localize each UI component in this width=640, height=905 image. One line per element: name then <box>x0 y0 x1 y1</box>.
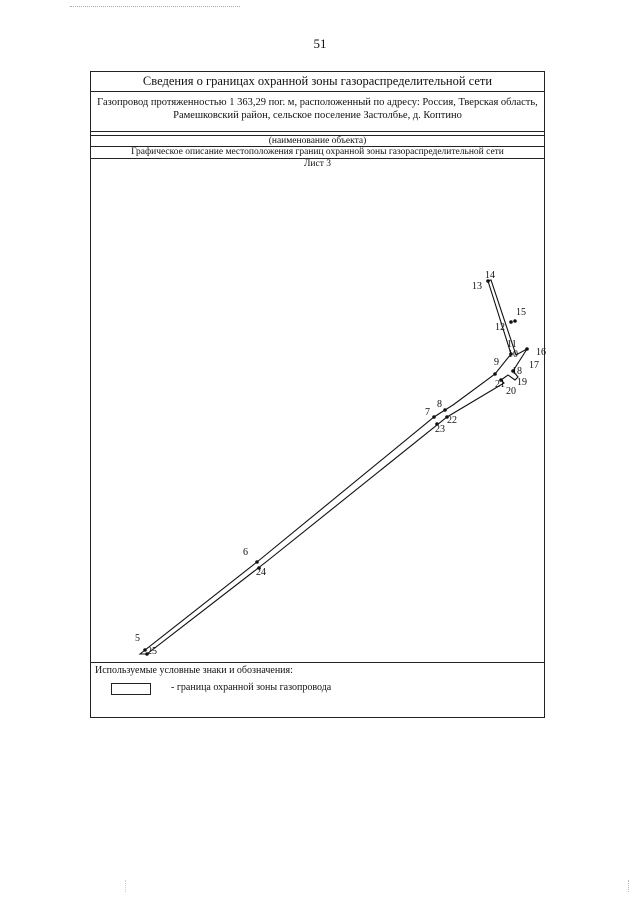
point-label-12: 12 <box>495 322 505 333</box>
vertex-labels: 5 6 7 8 9 10 11 12 13 14 15 16 17 18 19 … <box>135 270 546 657</box>
legend: Используемые условные знаки и обозначени… <box>91 662 544 720</box>
vertex-22 <box>445 415 449 419</box>
point-label-18: 18 <box>512 366 522 377</box>
vertex-8 <box>443 408 447 412</box>
legend-title: Используемые условные знаки и обозначени… <box>95 665 293 676</box>
vertex-9 <box>493 372 497 376</box>
legend-boundary-swatch <box>111 683 151 695</box>
point-label-23: 23 <box>435 424 445 435</box>
boundary-info-sheet: Сведения о границах охранной зоны газора… <box>90 71 546 720</box>
sheet-label: Лист 3 <box>303 159 332 169</box>
vertex-13 <box>486 279 490 283</box>
point-label-14: 14 <box>485 270 495 281</box>
boundary-plan: 5 6 7 8 9 10 11 12 13 14 15 16 17 18 19 … <box>135 270 546 657</box>
point-label-25: 25 <box>147 646 157 657</box>
vertex-21 <box>499 378 503 382</box>
point-label-9: 9 <box>494 357 499 368</box>
object-name-caption: (наименование объекта) <box>91 136 544 147</box>
vertex-15 <box>513 319 517 323</box>
vertex-6 <box>255 560 259 564</box>
protection-zone-boundary <box>138 279 528 655</box>
point-label-10: 10 <box>508 349 518 360</box>
vertex-25 <box>145 652 149 656</box>
point-label-13: 13 <box>472 281 482 292</box>
vertex-18 <box>511 369 515 373</box>
graphic-section-title: Графическое описание местоположения гран… <box>91 147 544 159</box>
point-label-15: 15 <box>516 307 526 318</box>
vertex-16 <box>525 347 529 351</box>
point-label-20: 20 <box>506 386 516 397</box>
object-description-line-1: Газопровод протяженностью 1 363,29 пог. … <box>97 97 538 108</box>
point-label-19: 19 <box>517 377 527 388</box>
point-label-24: 24 <box>256 567 266 578</box>
page-number: 51 <box>313 36 327 51</box>
scan-artifact <box>628 880 630 892</box>
scan-artifact <box>70 6 240 8</box>
point-label-6: 6 <box>243 547 248 558</box>
vertex-5 <box>143 648 147 652</box>
point-label-21: 21 <box>495 379 505 390</box>
point-label-22: 22 <box>447 415 457 426</box>
vertex-23 <box>435 422 439 426</box>
vertex-markers <box>143 279 529 656</box>
vertex-7 <box>432 415 436 419</box>
point-label-11: 11 <box>507 339 517 350</box>
point-label-7: 7 <box>425 407 430 418</box>
vertex-10 <box>509 352 513 356</box>
vertex-12 <box>509 320 513 324</box>
scan-artifact <box>125 880 127 892</box>
object-description: Газопровод протяженностью 1 363,29 пог. … <box>91 92 544 132</box>
point-label-16: 16 <box>536 347 546 358</box>
document-title: Сведения о границах охранной зоны газора… <box>91 72 544 92</box>
object-description-line-2: Рамешковский район, сельское поселение З… <box>173 110 462 121</box>
spacer-row <box>91 132 544 136</box>
vertex-24 <box>257 566 261 570</box>
legend-boundary-label: - граница охранной зоны газопровода <box>171 682 332 693</box>
point-label-8: 8 <box>437 399 442 410</box>
point-label-17: 17 <box>529 360 539 371</box>
point-label-5: 5 <box>135 633 140 644</box>
